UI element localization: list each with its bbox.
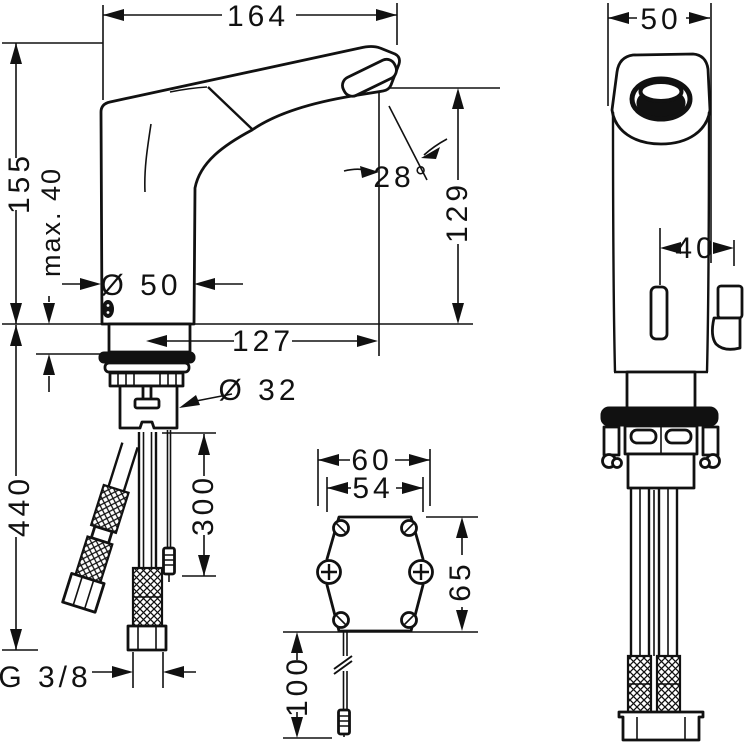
side-faucet-body <box>99 45 401 326</box>
label-front-width: 50 <box>640 3 681 36</box>
side-cable-connector <box>162 546 176 576</box>
side-view-faucet <box>61 45 401 652</box>
label-sensor-offset: 40 <box>675 232 716 265</box>
side-hose-nut <box>126 624 168 652</box>
side-shank <box>107 322 192 354</box>
dimension-labels: 164 50 155 max. 40 28° 129 Ø 50 127 Ø 32… <box>0 0 716 717</box>
front-shank <box>625 370 697 410</box>
label-box-inner-width: 54 <box>352 472 393 505</box>
front-escutcheon <box>600 406 719 427</box>
label-spout-angle: 28° <box>373 161 430 194</box>
dimension-lines <box>10 9 734 738</box>
label-thread-size: G 3/8 <box>0 661 92 694</box>
junction-cable-connector <box>337 708 351 736</box>
front-side-connector <box>716 284 744 320</box>
label-base-diameter: Ø 50 <box>100 269 181 302</box>
label-shank-diameter: Ø 32 <box>218 374 299 407</box>
label-spout-reach: 127 <box>232 325 294 358</box>
label-cable-length: 300 <box>187 474 220 536</box>
front-sensor-window <box>649 285 669 341</box>
label-overall-width: 164 <box>227 0 289 33</box>
junction-box-view <box>316 515 434 737</box>
side-escutcheon <box>98 351 196 364</box>
label-box-outer-width: 60 <box>351 444 392 477</box>
label-hose-length: 440 <box>3 475 36 537</box>
label-box-cable-length: 100 <box>281 655 314 717</box>
side-mounting-nut <box>108 371 185 388</box>
label-spout-height: 155 <box>3 152 36 214</box>
label-max-mount-thickness: max. 40 <box>36 167 66 277</box>
label-outlet-height: 129 <box>441 181 474 243</box>
label-box-height: 65 <box>444 560 477 601</box>
front-view-faucet <box>600 52 744 742</box>
side-aerator-capsule <box>341 57 398 98</box>
reference-lines <box>2 3 735 739</box>
side-sensor-icon <box>102 300 114 318</box>
side-angled-hose <box>61 442 139 614</box>
front-hose-nut <box>617 710 705 742</box>
